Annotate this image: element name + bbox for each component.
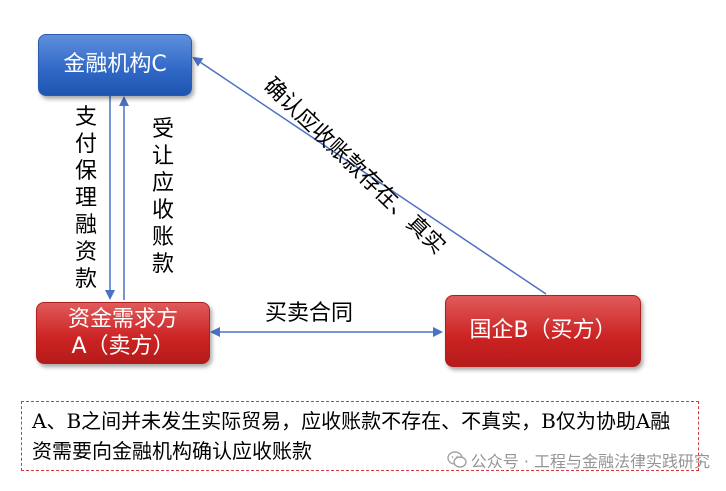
node-capital-demander-a: 资金需求方 A（卖方）	[36, 302, 210, 364]
note-box: A、B之间并未发生实际贸易，应收账款不存在、不真实，B仅为协助A融资需要向金融机…	[21, 401, 699, 471]
edge-label-pay: 支付保理融资款	[74, 105, 97, 292]
node-financial-institution-c: 金融机构C	[38, 34, 192, 96]
node-b-label: 国企B（买方）	[469, 318, 617, 344]
node-a-line2: A（卖方）	[71, 334, 175, 359]
note-text: A、B之间并未发生实际贸易，应收账款不存在、不真实，B仅为协助A融资需要向金融机…	[32, 409, 671, 463]
watermark: 公众号 · 工程与金融法律实践研究	[447, 448, 710, 472]
edge-label-contract: 买卖合同	[265, 301, 354, 326]
arrow-confirm	[192, 56, 547, 295]
watermark-text: 公众号 · 工程与金融法律实践研究	[470, 452, 710, 471]
node-a-line1: 资金需求方	[67, 306, 178, 332]
node-c-label: 金融机构C	[63, 52, 167, 78]
wechat-icon	[447, 451, 467, 468]
node-state-enterprise-b: 国企B（买方）	[445, 295, 641, 367]
edge-label-transfer: 受让应收账款	[151, 117, 174, 277]
